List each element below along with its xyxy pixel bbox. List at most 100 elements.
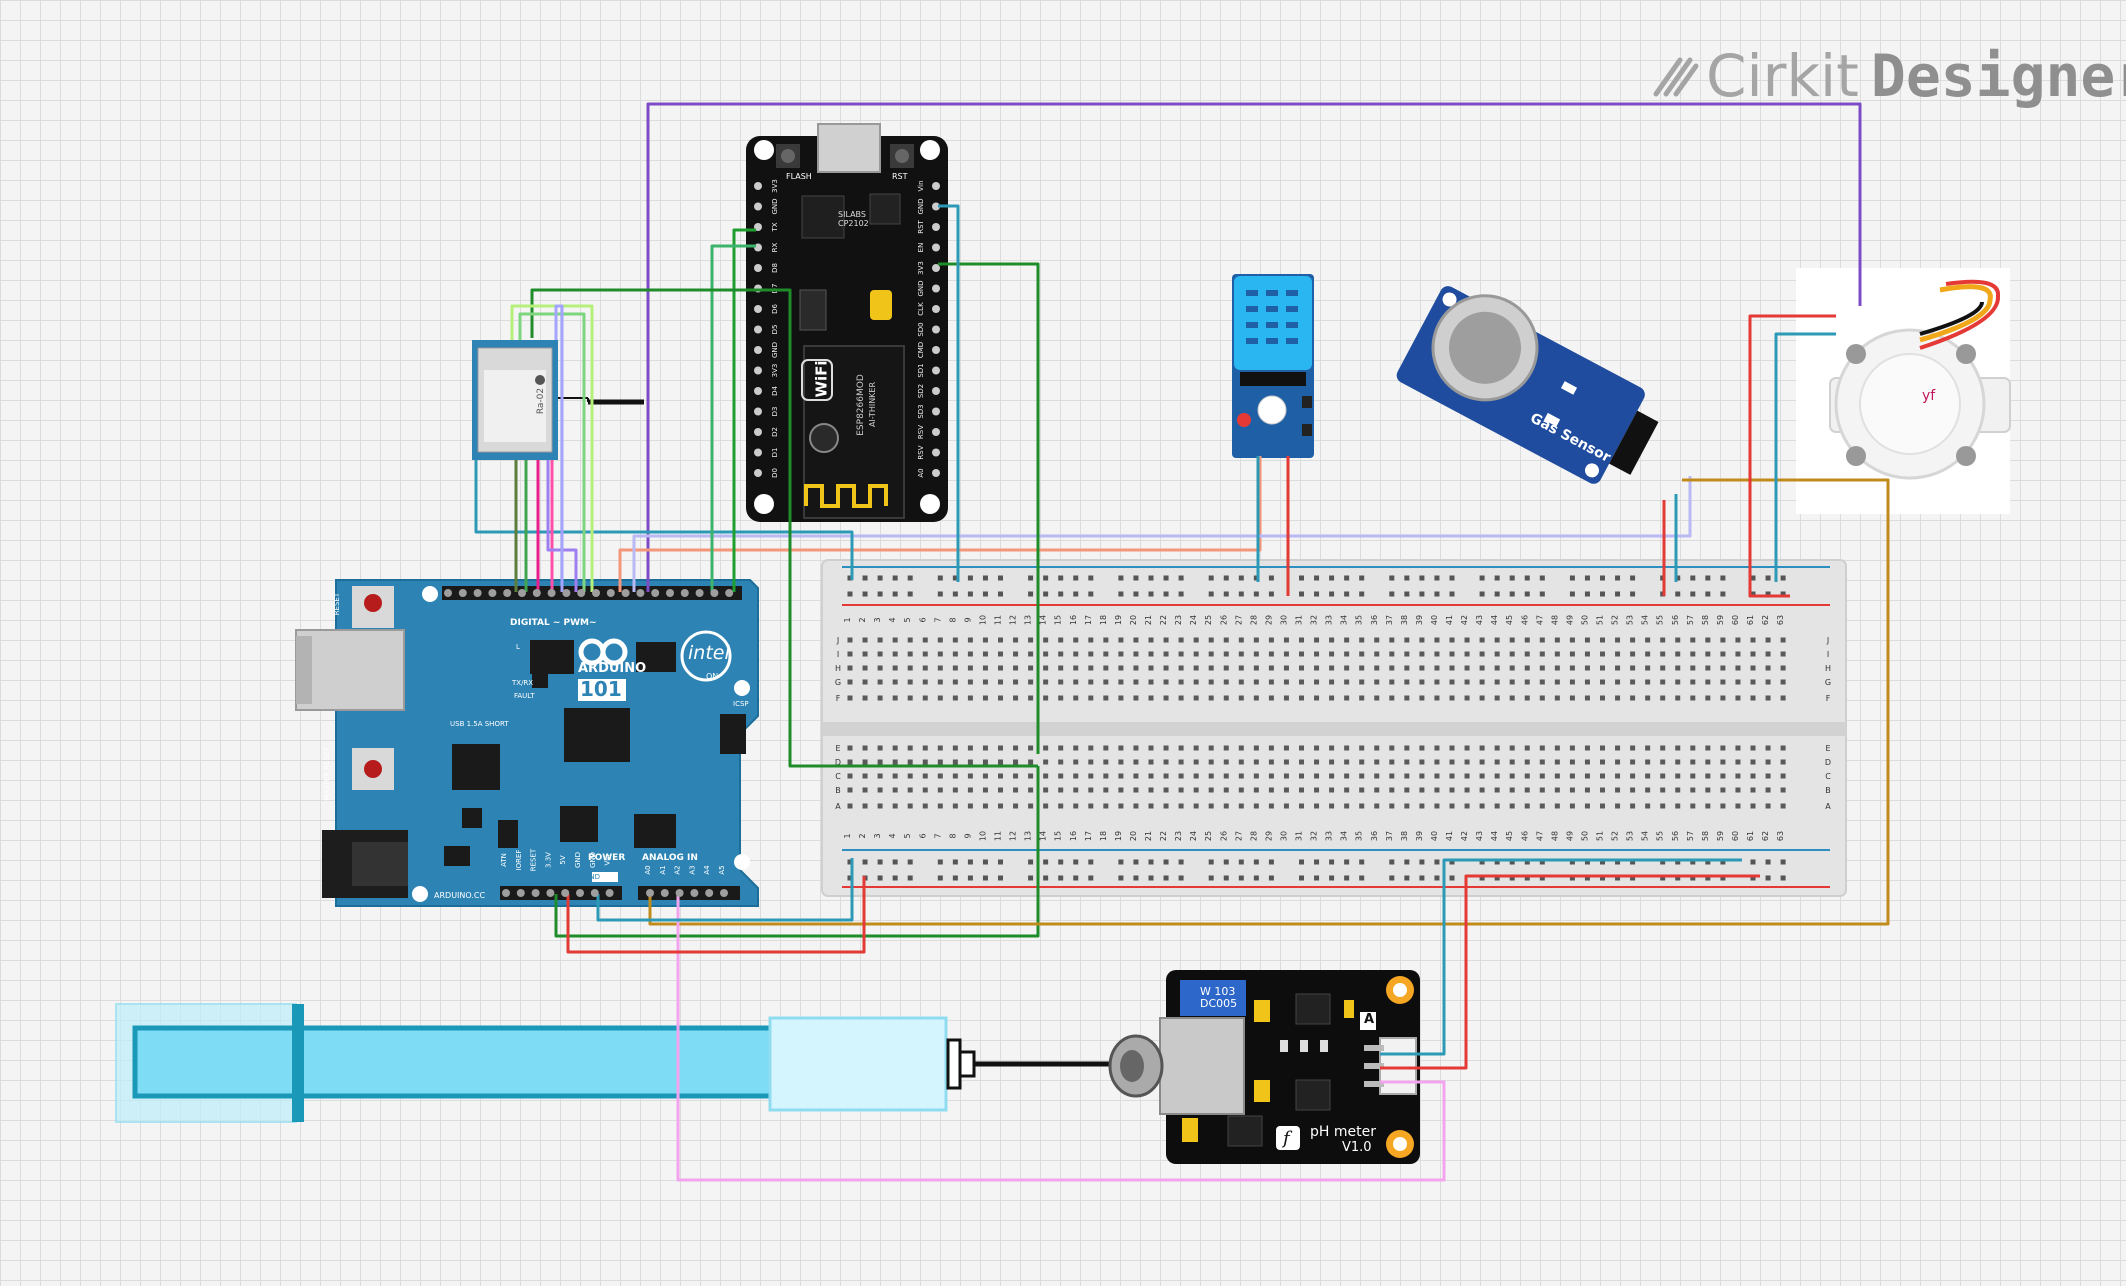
arduino-analog-pin[interactable] xyxy=(705,889,714,897)
breadboard-hole[interactable] xyxy=(1735,745,1741,751)
breadboard-hole[interactable] xyxy=(1253,787,1259,793)
breadboard-hole[interactable] xyxy=(1028,745,1034,751)
breadboard-hole[interactable] xyxy=(982,637,988,643)
breadboard-rail-hole[interactable] xyxy=(937,859,943,865)
breadboard-hole[interactable] xyxy=(1193,651,1199,657)
breadboard-rail-hole[interactable] xyxy=(877,591,883,597)
breadboard-rail-hole[interactable] xyxy=(862,575,868,581)
breadboard-rail-hole[interactable] xyxy=(1148,875,1154,881)
breadboard-hole[interactable] xyxy=(1479,651,1485,657)
breadboard-hole[interactable] xyxy=(1389,759,1395,765)
breadboard-rail-hole[interactable] xyxy=(1178,859,1184,865)
breadboard-rail-hole[interactable] xyxy=(1088,875,1094,881)
esp-pin[interactable] xyxy=(932,325,940,334)
breadboard-hole[interactable] xyxy=(1479,637,1485,643)
breadboard-hole[interactable] xyxy=(967,745,973,751)
breadboard-hole[interactable] xyxy=(1494,665,1500,671)
breadboard-hole[interactable] xyxy=(1088,637,1094,643)
breadboard-hole[interactable] xyxy=(952,665,958,671)
breadboard-hole[interactable] xyxy=(1314,773,1320,779)
breadboard-hole[interactable] xyxy=(1765,665,1771,671)
breadboard-hole[interactable] xyxy=(982,695,988,701)
wire-red-arduino-3v3[interactable] xyxy=(566,876,866,954)
breadboard-hole[interactable] xyxy=(952,695,958,701)
breadboard-rail-hole[interactable] xyxy=(1584,575,1590,581)
breadboard-hole[interactable] xyxy=(1705,637,1711,643)
breadboard-rail-hole[interactable] xyxy=(1359,575,1365,581)
breadboard-rail-hole[interactable] xyxy=(1419,575,1425,581)
breadboard-hole[interactable] xyxy=(1314,651,1320,657)
breadboard-hole[interactable] xyxy=(877,745,883,751)
breadboard-hole[interactable] xyxy=(1750,787,1756,793)
breadboard-hole[interactable] xyxy=(952,803,958,809)
water-flow-sensor[interactable]: yf xyxy=(1796,268,2011,514)
breadboard-hole[interactable] xyxy=(1163,759,1169,765)
breadboard-rail-hole[interactable] xyxy=(1569,875,1575,881)
breadboard-rail-hole[interactable] xyxy=(1088,591,1094,597)
arduino-analog-pin[interactable] xyxy=(720,889,728,897)
breadboard-hole[interactable] xyxy=(1058,679,1064,685)
breadboard-hole[interactable] xyxy=(1268,679,1274,685)
breadboard-hole[interactable] xyxy=(1329,651,1335,657)
breadboard-hole[interactable] xyxy=(1268,651,1274,657)
wire-red-ph-vcc[interactable] xyxy=(1380,874,1760,1070)
breadboard-hole[interactable] xyxy=(1118,637,1124,643)
esp-pin[interactable] xyxy=(754,264,762,272)
breadboard-hole[interactable] xyxy=(1464,679,1470,685)
breadboard-hole[interactable] xyxy=(1600,773,1605,779)
breadboard-rail-hole[interactable] xyxy=(1584,859,1590,865)
breadboard-rail-hole[interactable] xyxy=(1238,859,1244,865)
breadboard-rail-hole[interactable] xyxy=(1058,591,1064,597)
breadboard-rail-hole[interactable] xyxy=(967,859,973,865)
breadboard-hole[interactable] xyxy=(1735,679,1741,685)
breadboard-hole[interactable] xyxy=(1163,695,1169,701)
breadboard-hole[interactable] xyxy=(1660,695,1666,701)
esp-pin[interactable] xyxy=(932,305,940,313)
breadboard-hole[interactable] xyxy=(1058,651,1064,657)
breadboard-rail-hole[interactable] xyxy=(1163,591,1169,597)
breadboard-hole[interactable] xyxy=(1283,665,1289,671)
breadboard-hole[interactable] xyxy=(847,695,853,701)
breadboard-hole[interactable] xyxy=(1253,773,1259,779)
breadboard-hole[interactable] xyxy=(1028,759,1034,765)
breadboard-hole[interactable] xyxy=(1630,803,1636,809)
ph-meter-board[interactable]: f xyxy=(1108,970,1420,1164)
breadboard-hole[interactable] xyxy=(1208,651,1214,657)
esp-pin[interactable] xyxy=(754,448,762,457)
breadboard-hole[interactable] xyxy=(1193,679,1199,685)
breadboard-hole[interactable] xyxy=(1524,745,1530,751)
breadboard-hole[interactable] xyxy=(1193,665,1199,671)
breadboard-rail-hole[interactable] xyxy=(1524,591,1530,597)
breadboard-rail-hole[interactable] xyxy=(847,575,853,581)
breadboard-hole[interactable] xyxy=(1404,695,1410,701)
breadboard-rail-hole[interactable] xyxy=(1178,875,1184,881)
breadboard-hole[interactable] xyxy=(1193,745,1199,751)
arduino-digital-pin[interactable] xyxy=(680,589,689,597)
breadboard-hole[interactable] xyxy=(1374,773,1380,779)
breadboard-hole[interactable] xyxy=(1148,679,1154,685)
breadboard-hole[interactable] xyxy=(1735,773,1741,779)
breadboard-hole[interactable] xyxy=(1675,637,1681,643)
breadboard-hole[interactable] xyxy=(1554,695,1560,701)
breadboard-hole[interactable] xyxy=(1735,651,1741,657)
breadboard-hole[interactable] xyxy=(1660,679,1666,685)
breadboard-hole[interactable] xyxy=(1043,637,1049,643)
breadboard-hole[interactable] xyxy=(1299,651,1304,657)
breadboard-hole[interactable] xyxy=(877,787,883,793)
breadboard-hole[interactable] xyxy=(952,745,958,751)
breadboard-hole[interactable] xyxy=(937,787,943,793)
breadboard-rail-hole[interactable] xyxy=(1073,575,1079,581)
breadboard-rail-hole[interactable] xyxy=(1344,875,1350,881)
breadboard-hole[interactable] xyxy=(1735,759,1741,765)
breadboard-rail-hole[interactable] xyxy=(1208,859,1214,865)
breadboard-hole[interactable] xyxy=(1133,787,1139,793)
breadboard-hole[interactable] xyxy=(1524,651,1530,657)
breadboard-hole[interactable] xyxy=(1705,745,1711,751)
breadboard-rail-hole[interactable] xyxy=(1314,875,1320,881)
breadboard-hole[interactable] xyxy=(1645,679,1651,685)
breadboard-hole[interactable] xyxy=(1193,759,1199,765)
esp-pin[interactable] xyxy=(754,469,762,477)
breadboard-hole[interactable] xyxy=(998,695,1003,701)
breadboard-hole[interactable] xyxy=(1554,787,1560,793)
breadboard-rail-hole[interactable] xyxy=(1208,875,1214,881)
